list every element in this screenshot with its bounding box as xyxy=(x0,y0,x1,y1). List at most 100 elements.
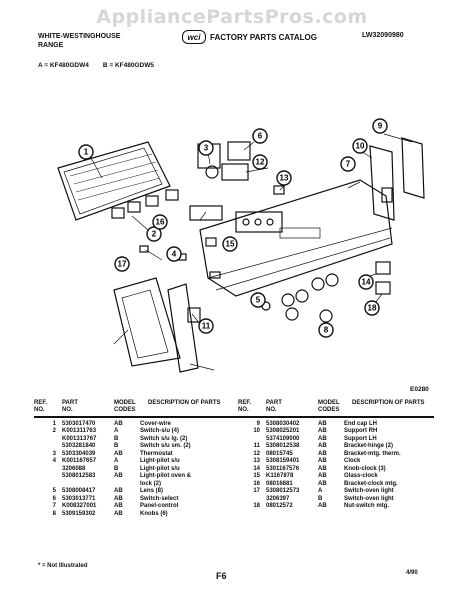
part-number-cell: K001311763 xyxy=(62,428,97,434)
description-cell: Glass-clock xyxy=(344,473,378,479)
callout-17: 17 xyxy=(114,256,130,272)
exploded-parts-diagram: 1 2 3 4 5 6 7 8 9 10 11 12 13 14 15 16 1… xyxy=(57,118,425,373)
part-number-cell: 5303281840 xyxy=(62,443,96,449)
part-switch-oven-light xyxy=(139,245,149,253)
description-cell: Support RH xyxy=(344,428,378,434)
callout-9: 9 xyxy=(372,118,388,134)
ref-cell: 17 xyxy=(253,488,260,494)
part-number-cell: 5308008417 xyxy=(62,488,96,494)
header-part: PART NO. xyxy=(62,400,78,413)
svg-text:8: 8 xyxy=(324,326,329,335)
ref-cell xyxy=(34,443,62,451)
part-number-cell: 5303017470 xyxy=(62,420,96,427)
svg-text:7: 7 xyxy=(346,160,351,169)
part-number-cell: 5308025201 xyxy=(266,428,300,434)
description-cell: Bracket-clock mtg. xyxy=(344,480,398,487)
svg-text:10: 10 xyxy=(356,142,365,151)
callout-1: 1 xyxy=(78,144,94,160)
ref-cell xyxy=(34,473,62,481)
wci-logo-icon: wci xyxy=(182,30,206,44)
model-code-cell: A xyxy=(114,458,119,464)
callout-14: 14 xyxy=(358,274,374,290)
part-number-cell xyxy=(62,481,114,489)
model-code-cell: AB xyxy=(114,488,123,494)
description-cell: Switch-oven light xyxy=(344,488,394,494)
brand-name: WHITE-WESTINGHOUSE xyxy=(38,33,121,40)
model-code-cell: B xyxy=(114,435,119,442)
description-cell: Light-pilot s/u xyxy=(140,458,180,464)
ref-cell: 3 xyxy=(52,450,56,457)
part-end-cap-rh xyxy=(401,137,425,199)
description-cell: Clock xyxy=(344,458,361,464)
ref-cell: 8 xyxy=(52,510,56,517)
part-number-cell: K001313767 xyxy=(62,435,97,442)
header-left: REF. NO. PART NO. MODEL CODES DESCRIPTIO… xyxy=(34,400,221,414)
description-cell: Knob-clock (3) xyxy=(344,465,386,472)
description-cell: Cover-wire xyxy=(140,420,172,427)
model-code-cell: AB xyxy=(114,450,123,457)
header-ref-2: REF. NO. xyxy=(238,400,252,413)
description-cell: Switch-select xyxy=(140,495,179,502)
part-bracket-hinge xyxy=(205,237,217,247)
part-knob xyxy=(281,293,295,307)
callout-2: 2 xyxy=(146,226,162,242)
part-callouts: 1 2 3 4 5 6 7 8 9 10 11 12 13 14 15 16 1… xyxy=(78,118,388,338)
part-number-cell: K008327001 xyxy=(62,503,97,509)
model-code-cell: AB xyxy=(318,435,327,442)
header-ref: REF. NO. xyxy=(34,400,48,413)
header-desc-2: DESCRIPTION OF PARTS xyxy=(352,400,425,406)
table-header: REF. NO. PART NO. MODEL CODES DESCRIPTIO… xyxy=(34,400,434,414)
ref-cell: 4 xyxy=(52,458,56,464)
table-row: K001313767 B Switch s/u lg. (2) xyxy=(34,436,230,444)
model-a: A = KF480GDW4 xyxy=(38,62,89,69)
part-knob-clock xyxy=(375,261,391,275)
part-number-cell: 5308030402 xyxy=(266,420,300,427)
callout-7: 7 xyxy=(340,156,356,172)
svg-text:14: 14 xyxy=(362,278,371,287)
description-cell: End cap LH xyxy=(344,420,378,427)
svg-text:4: 4 xyxy=(172,250,177,259)
part-switch-block xyxy=(111,207,125,219)
model-code-cell: AB xyxy=(114,420,123,427)
header-code-2: MODEL CODES xyxy=(318,400,340,413)
description-cell: Switch s/u lg. (2) xyxy=(140,435,188,442)
part-switch-select xyxy=(227,141,251,161)
parts-table: REF. NO. PART NO. MODEL CODES DESCRIPTIO… xyxy=(34,400,434,518)
ref-cell: 16 xyxy=(253,480,260,487)
callout-15: 15 xyxy=(222,236,238,252)
callout-11: 11 xyxy=(198,318,214,334)
svg-text:11: 11 xyxy=(202,322,211,331)
ref-cell: 6 xyxy=(52,495,56,502)
description-cell: Bracket-mtg. therm. xyxy=(344,450,401,457)
model-code-cell: A xyxy=(114,428,119,434)
model-code-cell: AB xyxy=(318,450,327,457)
svg-text:3: 3 xyxy=(204,144,209,153)
callout-3: 3 xyxy=(198,140,214,156)
product-type: RANGE xyxy=(38,42,64,49)
model-code-cell: AB xyxy=(318,420,327,427)
ref-cell xyxy=(34,466,62,474)
part-support-rh xyxy=(369,145,395,221)
ref-cell: 18 xyxy=(253,503,260,509)
model-code-cell: AB xyxy=(318,465,327,472)
callout-10: 10 xyxy=(352,138,368,154)
model-code-cell: AB xyxy=(318,480,327,487)
description-cell: Bracket-hinge (2) xyxy=(344,443,394,449)
description-cell: Light-pilot s/u xyxy=(140,465,180,472)
callout-6: 6 xyxy=(252,128,268,144)
